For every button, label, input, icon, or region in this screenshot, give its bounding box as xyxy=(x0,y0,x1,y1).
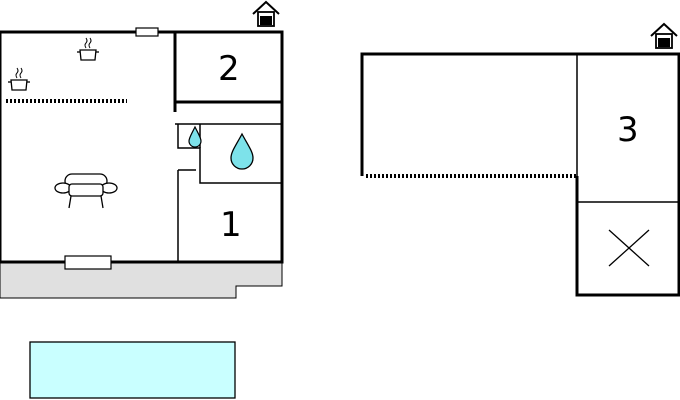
water-drop-icon xyxy=(188,125,202,148)
outer-wall xyxy=(360,52,680,297)
room-number-2: 2 xyxy=(218,49,240,89)
ground-floor: 2 1 xyxy=(0,0,284,299)
water-drop-icon xyxy=(230,132,254,170)
cooking-pot-icon xyxy=(77,37,99,61)
void-cross-icon xyxy=(608,229,650,267)
room-number-1: 1 xyxy=(220,205,242,245)
window xyxy=(135,27,159,37)
house-icon xyxy=(650,22,678,49)
house-icon xyxy=(252,0,280,27)
cooking-pot-icon xyxy=(8,67,30,91)
interior-wall xyxy=(177,169,196,262)
door xyxy=(64,255,112,270)
terrace xyxy=(0,261,283,299)
armchair-icon xyxy=(54,173,118,209)
upper-floor: 3 xyxy=(360,22,680,297)
room-number-3: 3 xyxy=(617,110,639,150)
pool xyxy=(29,341,236,399)
outer-wall xyxy=(0,30,284,264)
